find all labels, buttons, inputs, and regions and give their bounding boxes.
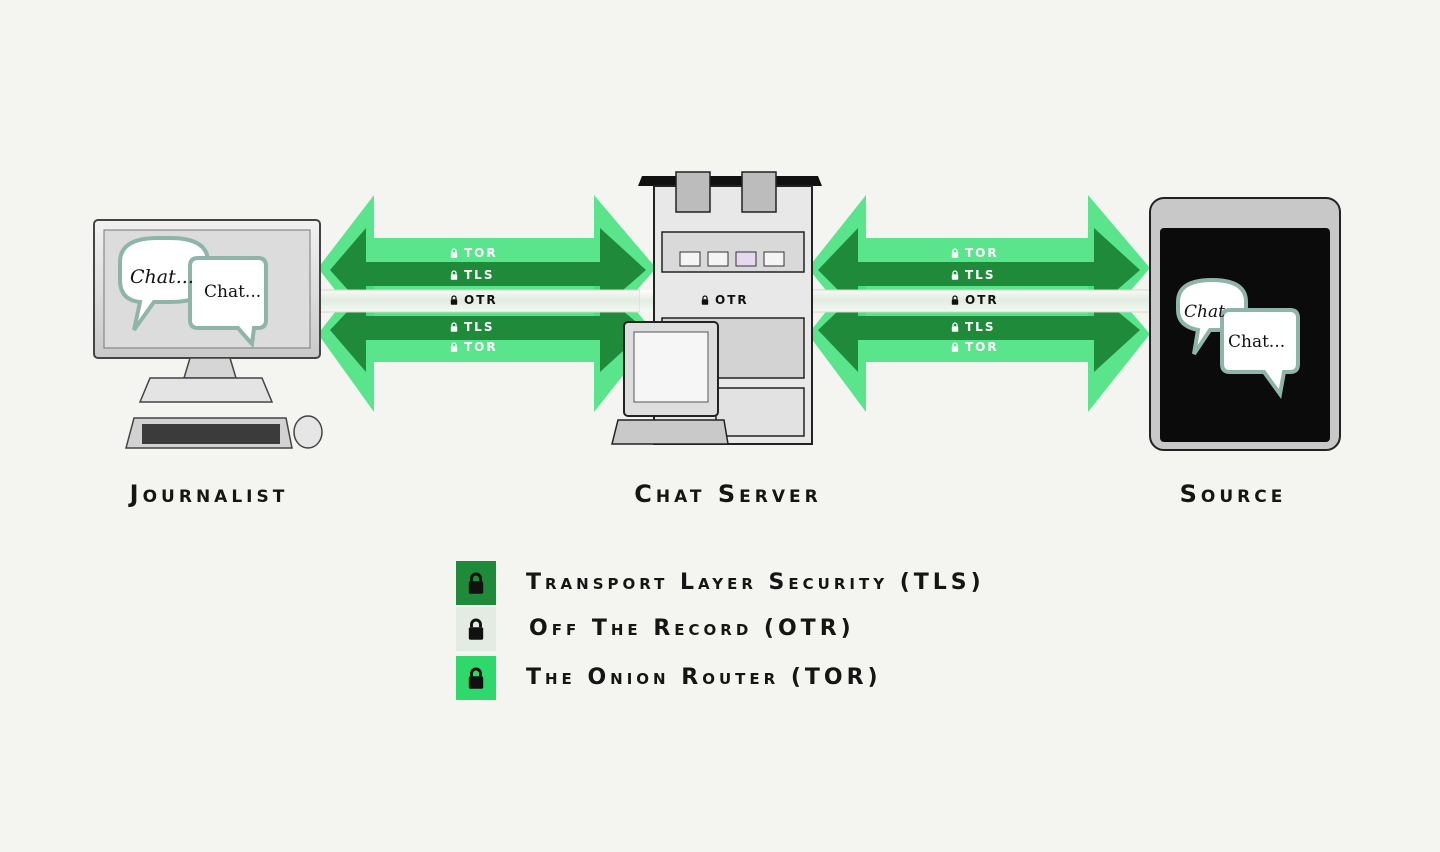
lock-icon bbox=[701, 295, 709, 305]
legend-swatch-otr bbox=[456, 607, 496, 651]
lock-icon bbox=[467, 667, 485, 689]
left-label-bottom-tls: TLS bbox=[450, 318, 494, 336]
left-label-top-tor: TOR bbox=[450, 244, 498, 262]
lock-icon bbox=[450, 248, 458, 258]
monitor-neck bbox=[182, 357, 238, 379]
node-label-journalist: Journalist bbox=[129, 480, 289, 508]
lock-icon bbox=[951, 322, 959, 332]
legend-label-tls: Transport Layer Security (TLS) bbox=[526, 570, 985, 595]
tls-arrow-left bbox=[330, 228, 646, 310]
left-label-top-tls: TLS bbox=[450, 266, 494, 284]
lock-icon bbox=[467, 618, 485, 640]
channel-journalist-server bbox=[280, 195, 656, 412]
server-rack-unit-3 bbox=[715, 387, 805, 437]
tls-arrow-right-lower bbox=[818, 292, 1140, 372]
server-terminal-keyboard bbox=[611, 419, 729, 445]
node-label-source: Source bbox=[1179, 480, 1287, 508]
keyboard-keys bbox=[142, 424, 280, 444]
legend-item-otr: Off The Record (OTR) bbox=[456, 607, 1076, 651]
server-drive-1 bbox=[679, 251, 701, 267]
legend-swatch-tls bbox=[456, 561, 496, 605]
left-label-bottom-tor: TOR bbox=[450, 338, 498, 356]
lock-icon bbox=[450, 342, 458, 352]
bubble-source-2 bbox=[1220, 308, 1300, 399]
bubble-text-journalist-2: Chat... bbox=[204, 282, 262, 302]
right-label-top-tor: TOR bbox=[951, 244, 999, 262]
monitor-base bbox=[138, 377, 274, 403]
legend-item-tls: Transport Layer Security (TLS) bbox=[456, 561, 1076, 605]
server-terminal-screen bbox=[633, 331, 709, 403]
node-label-chat-server: Chat Server bbox=[634, 480, 822, 508]
lock-icon bbox=[450, 322, 458, 332]
server-drive-4 bbox=[763, 251, 785, 267]
journalist-computer bbox=[93, 219, 323, 449]
tls-arrow-left-lower bbox=[330, 292, 646, 372]
center-label-otr: OTR bbox=[701, 291, 749, 309]
left-label-otr: OTR bbox=[450, 291, 498, 309]
server-drive-3 bbox=[735, 251, 757, 267]
mouse bbox=[293, 415, 323, 449]
legend-label-otr: Off The Record (OTR) bbox=[529, 616, 855, 641]
lock-icon bbox=[951, 248, 959, 258]
legend-swatch-tor bbox=[456, 656, 496, 700]
right-label-bottom-tor: TOR bbox=[951, 338, 999, 356]
source-phone bbox=[1149, 197, 1341, 451]
server-top-ink bbox=[638, 176, 822, 186]
right-label-bottom-tls: TLS bbox=[951, 318, 995, 336]
right-label-otr: OTR bbox=[951, 291, 999, 309]
lock-icon bbox=[450, 270, 458, 280]
lock-icon bbox=[951, 342, 959, 352]
lock-icon bbox=[951, 270, 959, 280]
channel-server-source bbox=[799, 195, 1180, 412]
server-fan-left bbox=[675, 171, 711, 213]
tls-arrow-right bbox=[818, 228, 1140, 310]
bubble-text-source-2: Chat... bbox=[1228, 332, 1286, 352]
legend-item-tor: The Onion Router (TOR) bbox=[456, 656, 1076, 700]
lock-icon bbox=[467, 572, 485, 594]
bubble-journalist-2 bbox=[188, 256, 268, 349]
bubble-text-journalist-1: Chat... bbox=[130, 266, 194, 288]
bubble-text-source-1: Chat bbox=[1184, 302, 1225, 322]
chat-server bbox=[611, 171, 822, 445]
lock-icon bbox=[450, 295, 458, 305]
lock-icon bbox=[951, 295, 959, 305]
server-fan-right bbox=[741, 171, 777, 213]
legend-label-tor: The Onion Router (TOR) bbox=[526, 665, 882, 690]
server-drive-2 bbox=[707, 251, 729, 267]
right-label-top-tls: TLS bbox=[951, 266, 995, 284]
